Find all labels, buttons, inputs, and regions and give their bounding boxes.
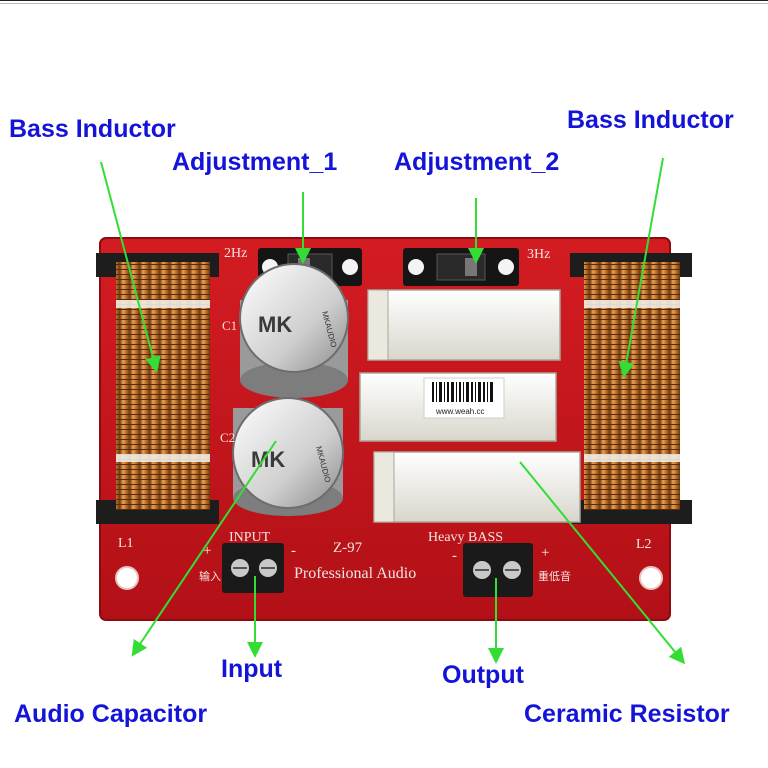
label-adjustment-2: Adjustment_2 — [394, 148, 560, 176]
mount-hole-right — [639, 566, 663, 590]
silk-minus-left: - — [291, 543, 296, 559]
ceramic-resistor-bottom — [373, 451, 581, 523]
capacitor-logo: MK — [251, 447, 285, 472]
silk-plus-left: + — [203, 543, 211, 559]
output-terminal — [463, 543, 533, 597]
silk-minus-right: - — [452, 548, 457, 564]
capacitor-logo: MK — [258, 312, 292, 337]
label-output: Output — [442, 661, 524, 689]
label-audio-capacitor: Audio Capacitor — [14, 700, 208, 728]
top-rule — [0, 0, 768, 1]
arrow-ceramic-resistor — [519, 461, 686, 665]
silk-c1: C1 — [222, 318, 237, 333]
top-rule-secondary — [0, 3, 768, 4]
silk-plus-right: + — [541, 545, 549, 561]
mount-hole-left — [115, 566, 139, 590]
silk-l2: L2 — [636, 537, 652, 552]
ceramic-resistor-middle: www.weah.cc — [359, 372, 557, 442]
callout-arrows — [100, 157, 686, 665]
silk-2hz: 2Hz — [224, 246, 247, 261]
sticker-url: www.weah.cc — [435, 407, 484, 416]
bass-inductor-right — [570, 253, 692, 524]
input-terminal — [222, 543, 284, 593]
arrow-bass-inductor-left — [100, 161, 161, 373]
arrow-bass-inductor-right — [618, 157, 664, 378]
silk-model: Z-97 — [333, 540, 363, 556]
audio-capacitor-c2: MK MKAUDIO — [232, 397, 344, 516]
adjustment-switch-2 — [403, 248, 519, 286]
silk-cn-input: 输入 — [199, 569, 221, 583]
silk-cn-heavy-bass: 重低音 — [538, 569, 571, 583]
silk-3hz: 3Hz — [527, 247, 550, 262]
label-bass-inductor-right: Bass Inductor — [567, 106, 734, 134]
silk-heavy-bass: Heavy BASS — [428, 530, 503, 545]
label-adjustment-1: Adjustment_1 — [172, 148, 338, 176]
silk-c2: C2 — [220, 430, 235, 445]
arrow-audio-capacitor — [131, 440, 277, 657]
bass-inductor-left — [96, 253, 219, 524]
label-bass-inductor-left: Bass Inductor — [9, 115, 176, 143]
silk-input: INPUT — [229, 530, 271, 545]
silk-professional-audio: Professional Audio — [294, 565, 416, 582]
label-input: Input — [221, 655, 283, 683]
silk-l1: L1 — [118, 536, 134, 551]
ceramic-resistor-top — [367, 289, 561, 361]
silkscreen: 2Hz 3Hz C1 C2 L1 L2 INPUT Z-97 Heavy BAS… — [118, 246, 652, 583]
barcode — [432, 382, 493, 402]
audio-capacitor-c1: MK MKAUDIO — [239, 263, 349, 398]
label-ceramic-resistor: Ceramic Resistor — [524, 700, 730, 728]
